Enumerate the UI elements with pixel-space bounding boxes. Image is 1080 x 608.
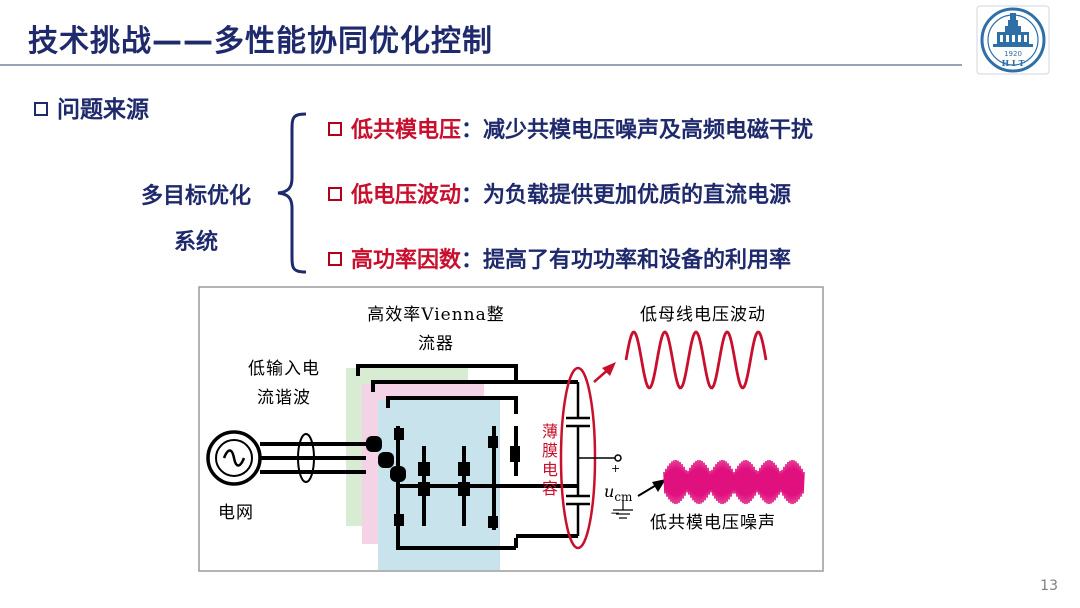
rectifier-wiring (356, 364, 578, 550)
common-mode-noise-waveform (663, 459, 805, 505)
vienna-rectifier-diagram: 高效率Vienna整 流器 低输入电 流谐波 电网 低母线电压波动 低共模电压噪… (198, 286, 824, 572)
system-label: 多目标优化 系统 (116, 174, 276, 266)
objective-item: 高功率因数：提高了有功功率和设备的利用率 (328, 242, 791, 274)
circuit-schematic (198, 286, 824, 572)
bus-voltage-ripple-waveform (624, 330, 768, 390)
harmonic-label-line-2: 流谐波 (257, 388, 311, 408)
ground-icon (613, 500, 633, 519)
objective-description: ：提高了有功功率和设备的利用率 (461, 248, 792, 273)
rectifier-label-line-1: 高效率Vienna整 (367, 305, 505, 325)
objective-name: 高功率因数 (351, 248, 462, 273)
rectifier-label-line-2: 流器 (418, 334, 454, 354)
objective-name: 低共模电压 (351, 118, 462, 143)
slide-title: 技术挑战——多性能协同优化控制 (28, 24, 493, 59)
university-logo-icon: 1920 H I T (976, 5, 1050, 75)
system-label-line-1: 多目标优化 (140, 184, 251, 209)
objective-name: 低电压波动 (351, 183, 462, 208)
title-divider (0, 64, 962, 66)
arrow-icon (637, 479, 666, 497)
system-label-line-2: 系统 (173, 230, 218, 255)
curly-brace-icon (277, 112, 307, 274)
ucm-subscript: cm (614, 490, 633, 505)
grid-label: 电网 (218, 503, 254, 523)
checkbox-square-icon (34, 102, 48, 116)
objective-item: 低共模电压：减少共模电压噪声及高频电磁干扰 (328, 112, 813, 144)
logo-year: 1920 (1004, 50, 1022, 58)
ucm-symbol: u (604, 482, 615, 501)
switch-device-icon (394, 428, 520, 528)
objective-description: ：减少共模电压噪声及高频电磁干扰 (461, 118, 814, 143)
objective-description: ：为负载提供更加优质的直流电源 (461, 183, 792, 208)
film-capacitor-icon (566, 382, 590, 536)
checkbox-square-icon (328, 187, 342, 201)
page-number: 13 (1040, 578, 1058, 594)
checkbox-square-icon (328, 122, 342, 136)
section-heading-text: 问题来源 (57, 97, 149, 123)
logo-letters: H I T (1002, 58, 1025, 68)
arrow-icon (593, 362, 616, 383)
checkbox-square-icon (328, 252, 342, 266)
ucm-label: ucm (604, 482, 632, 504)
plus-sign: + (611, 462, 622, 475)
cm-noise-label: 低共模电压噪声 (650, 513, 776, 533)
harmonic-label: 低输入电 流谐波 (236, 354, 332, 408)
section-heading: 问题来源 (34, 90, 149, 124)
objective-item: 低电压波动：为负载提供更加优质的直流电源 (328, 177, 791, 209)
film-capacitor-label: 薄膜电容 (541, 422, 558, 498)
rectifier-label: 高效率Vienna整 流器 (348, 300, 524, 354)
harmonic-marker (297, 433, 315, 483)
harmonic-label-line-1: 低输入电 (248, 359, 320, 379)
diagram-frame (198, 286, 824, 572)
minus-sign: − (610, 506, 622, 520)
bus-ripple-label: 低母线电压波动 (640, 305, 766, 325)
ac-source-icon (206, 430, 262, 486)
